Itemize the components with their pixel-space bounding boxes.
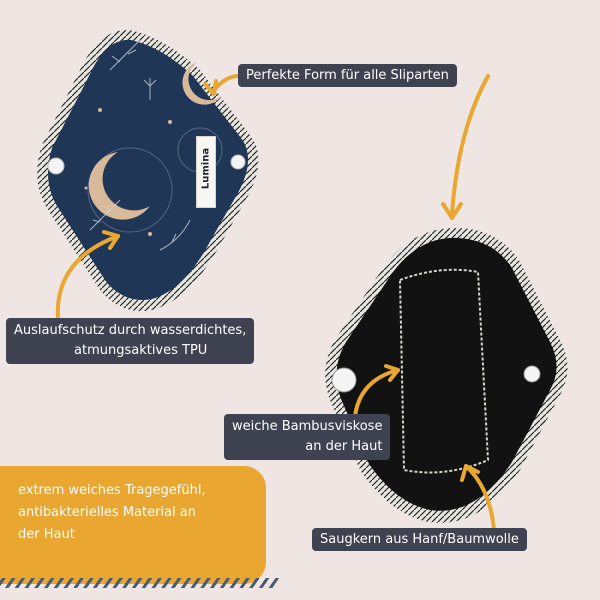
snap-button [523,365,541,383]
label-leak-line2: atmungsaktives TPU [74,343,208,358]
arrows [55,74,496,532]
promo-box: extrem weiches Tragegefühl, antibakterie… [0,466,266,584]
promo-line2: antibakterielles Material an [18,505,196,520]
label-bamboo: weiche Bambusviskose an der Haut [224,414,391,460]
label-perfect-form-text: Perfekte Form für alle Sliparten [246,68,449,83]
blue-pad [37,29,259,312]
label-absorbent-core-text: Saugkern aus Hanf/Baumwolle [320,532,519,547]
black-pad [325,227,568,523]
label-absorbent-core: Saugkern aus Hanf/Baumwolle [312,528,527,551]
arrow-to-black-pad [450,74,490,216]
label-leak-line1: Auslaufschutz durch wasserdichtes, [14,323,247,338]
arrow-bamboo [353,368,400,418]
promo-text: extrem weiches Tragegefühl, antibakterie… [18,480,258,546]
snap-button [230,154,246,170]
snap-button [47,157,65,175]
brand-tag: Lumina [196,136,216,208]
promo-line3: der Haut [18,527,75,542]
arrow-leak-protection [55,234,120,322]
moon-graphic [88,152,150,220]
label-perfect-form: Perfekte Form für alle Sliparten [238,64,457,87]
brand-name: Lumina [200,147,212,190]
moon-graphic [182,62,222,105]
label-bamboo-line1: weiche Bambusviskose [232,419,383,434]
decorative-stripes [0,578,282,588]
label-leak-protection: Auslaufschutz durch wasserdichtes, atmun… [6,318,255,364]
snap-button [331,367,357,393]
promo-line1: extrem weiches Tragegefühl, [18,483,206,498]
label-bamboo-line2: an der Haut [305,439,383,454]
